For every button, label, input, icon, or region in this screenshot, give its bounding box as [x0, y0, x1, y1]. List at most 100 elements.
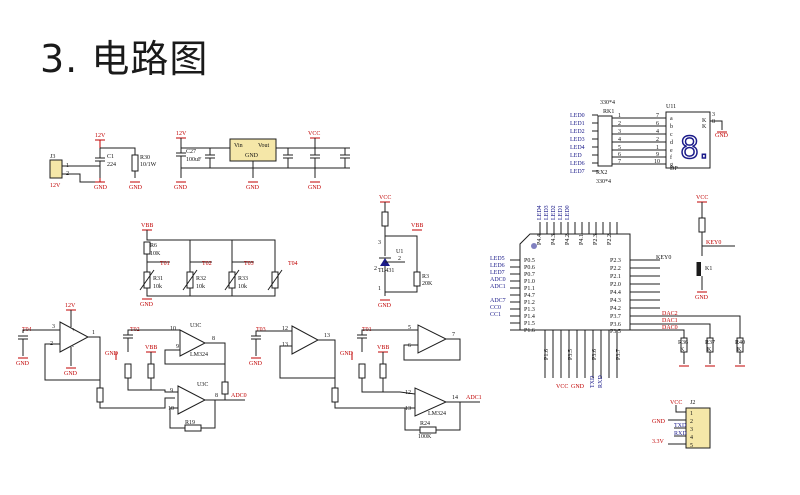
svg-text:3: 3	[618, 129, 621, 135]
mcu-txd-net: TXD	[590, 375, 596, 388]
svg-text:4: 4	[690, 435, 693, 441]
reg-gnd-label: GND	[245, 153, 259, 159]
top-led3: LED3	[544, 205, 550, 220]
gnd-label-6: GND	[378, 303, 392, 309]
svg-text:+: +	[72, 328, 76, 334]
led1-net: LED1	[570, 121, 585, 127]
page-title: 3. 电路图	[40, 37, 209, 81]
svg-text:10: 10	[170, 326, 176, 332]
seg-dp: DP	[670, 166, 678, 172]
vbb-label-3: VBB	[145, 345, 157, 351]
seven-seg-display	[665, 111, 711, 169]
svg-text:9: 9	[170, 388, 173, 394]
svg-text:4: 4	[618, 137, 621, 143]
mcu-vcc-label: VCC	[556, 384, 568, 390]
r19-label: R19	[185, 420, 195, 426]
seg-g: g	[670, 162, 673, 168]
adc1-label: ADC1	[466, 395, 482, 401]
svg-text:2: 2	[690, 419, 693, 425]
u1-label: U1	[396, 249, 403, 255]
svg-text:2: 2	[374, 266, 377, 272]
reference-section: VCC 3 VBB U1 2 TL431 2 1 R3 20K GND	[374, 195, 433, 309]
pin-p14: P1.4	[524, 314, 535, 320]
gnd-label-12: GND	[340, 351, 354, 357]
u11-label: U11	[666, 104, 676, 110]
vbb-label-1: VBB	[411, 223, 423, 229]
top-led4: LED4	[537, 205, 543, 220]
seven-seg-digit: 8.	[680, 131, 709, 166]
led4-net: LED4	[570, 145, 585, 151]
t03-amp-label: T03	[256, 327, 266, 333]
regulator-section: 12V C27 100uF Vin Vout GND GND GND VCC G…	[174, 131, 350, 191]
mcu-section: LED4 LED3 LED2 LED1 LED0 P4.4 P4.3 P4.2 …	[490, 205, 745, 390]
pin-p11: P1.1	[524, 286, 535, 292]
k1-label: K1	[705, 266, 712, 272]
bot-pin-1: P1.6	[544, 349, 550, 360]
svg-text:6: 6	[408, 343, 411, 349]
top-led2: LED2	[551, 205, 557, 220]
j3-12v-label: 12V	[50, 183, 61, 189]
top-pin-4: P4.1	[579, 234, 585, 245]
j2-txd-net: TXD	[674, 423, 687, 429]
j3-connector	[49, 159, 63, 179]
dac0-label: DAC0	[662, 325, 678, 331]
bot-pin-2: P3.5	[568, 349, 574, 360]
seg-e: e	[670, 148, 673, 154]
display-section: 330*4 RK1 RX2 330*4 U11 8. KK 38 GND a b…	[570, 100, 729, 185]
r3-label: R3	[422, 274, 429, 280]
svg-text:13: 13	[405, 406, 411, 412]
pin-p13: P1.3	[524, 307, 535, 313]
pin-p36: P3.6	[610, 322, 621, 328]
seg-b: b	[670, 124, 673, 130]
svg-text:3: 3	[52, 324, 55, 330]
svg-text:-: -	[72, 344, 74, 350]
left-cc0: CC0	[490, 305, 501, 311]
svg-text:3: 3	[378, 240, 381, 246]
svg-text:1: 1	[92, 330, 95, 336]
reg-vout-label: Vout	[258, 143, 270, 149]
svg-text:6: 6	[656, 121, 659, 127]
c27-label: C27	[186, 149, 196, 155]
top-pin-1: P4.4	[537, 234, 543, 245]
r30-label: R30	[140, 155, 150, 161]
pin-p20: P2.0	[610, 282, 621, 288]
r3-value: 20K	[422, 281, 433, 287]
svg-text:9: 9	[656, 152, 659, 158]
left-led5: LED5	[490, 256, 505, 262]
svg-text:10: 10	[654, 159, 660, 165]
gnd-label-5: GND	[308, 185, 322, 191]
u3c-label-2: U3C	[197, 382, 208, 388]
rx2-label: RX2	[596, 170, 607, 176]
svg-text:10: 10	[168, 406, 174, 412]
pwr-12v-label-3: 12V	[65, 303, 76, 309]
led0-net: LED0	[570, 113, 585, 119]
svg-text:1: 1	[690, 411, 693, 417]
svg-text:3: 3	[712, 112, 715, 118]
r6-value: 10K	[150, 251, 161, 257]
mcu-bottom-pins: P1.6 P3.5 P3.6 P3.7 VCC GND TXD RXD	[544, 330, 622, 390]
amplifier-stage-1: T04 GND 12V 321 +- GND	[16, 303, 175, 409]
pwr-12v-label-1: 12V	[95, 133, 106, 139]
j2-3v3-label: 3.3V	[652, 439, 665, 445]
rk1-label: RK1	[603, 109, 614, 115]
j3-label: J3	[50, 154, 55, 160]
r32-label: R32	[196, 276, 206, 282]
left-adc7: ADC7	[490, 298, 506, 304]
pin-p16: P1.6	[524, 328, 535, 334]
pin-p47: P4.7	[524, 293, 535, 299]
svg-text:K: K	[702, 118, 707, 124]
gnd-label-13: GND	[715, 133, 729, 139]
svg-text:5: 5	[690, 443, 693, 449]
svg-text:2: 2	[656, 137, 659, 143]
r33-label: R33	[238, 276, 248, 282]
pin-p43: P4.3	[610, 298, 621, 304]
r36-value: K	[680, 347, 685, 353]
left-cc1: CC1	[490, 312, 501, 318]
svg-text:8: 8	[215, 393, 218, 399]
pin-p37: P3.7	[610, 314, 621, 320]
svg-text:7: 7	[452, 332, 455, 338]
pin-p23: P2.3	[610, 258, 621, 264]
pin-p12: P1.2	[524, 300, 535, 306]
seg-c: c	[670, 132, 673, 138]
led6-net: LED6	[570, 161, 585, 167]
